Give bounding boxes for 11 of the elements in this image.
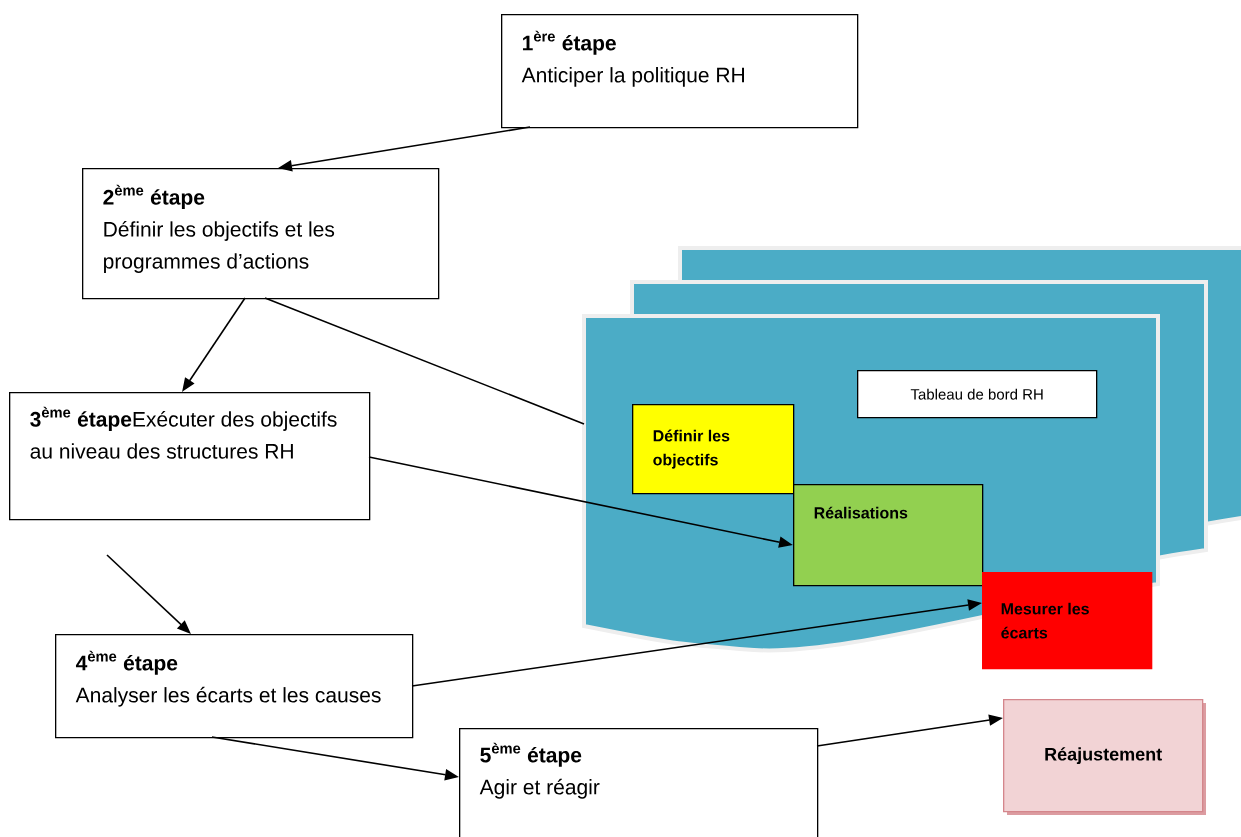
title-box: Tableau de bord RH <box>857 370 1098 419</box>
step-box: $\text{3}^{\text{ème}}\text{ étape}$Exécuter des objectifs au niveau des structures RH <box>9 392 371 521</box>
step-box: $\text{2}^{\text{ème}}\text{ étape}$ Définir les objectifs et les programmes d’actions <box>82 168 440 300</box>
step-box: $\text{4}^{\text{ème}}\text{ étape}$ Analyser les écarts et les causes <box>55 634 414 739</box>
objectives-box: Définir les objectifs <box>632 404 795 495</box>
step-box: $\text{5}^{\text{ème}}\text{ étape}$ Agir et réagir <box>459 728 819 837</box>
step-box: $\text{1}^{\text{ère}}\text{ étape}$ Anticiper la politique RH <box>501 14 859 129</box>
adjustment-box: Réajustement <box>1003 699 1206 815</box>
achievements-box: Réalisations <box>793 484 984 587</box>
arrow <box>106 554 191 634</box>
gap-box: Mesurer les écarts <box>982 572 1153 670</box>
